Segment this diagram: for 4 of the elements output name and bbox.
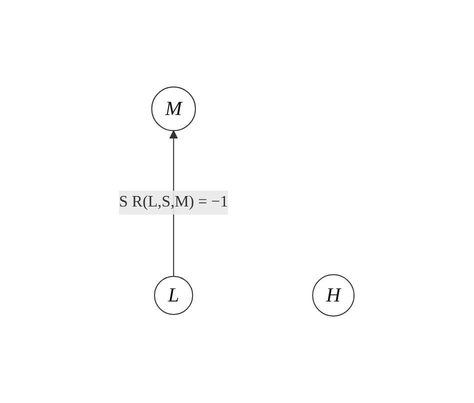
edge-label: S R(L,S,M) = −1: [119, 194, 229, 211]
node-circle: H: [312, 274, 356, 317]
node-circle: M: [152, 86, 196, 132]
node-circle: L: [154, 276, 194, 315]
